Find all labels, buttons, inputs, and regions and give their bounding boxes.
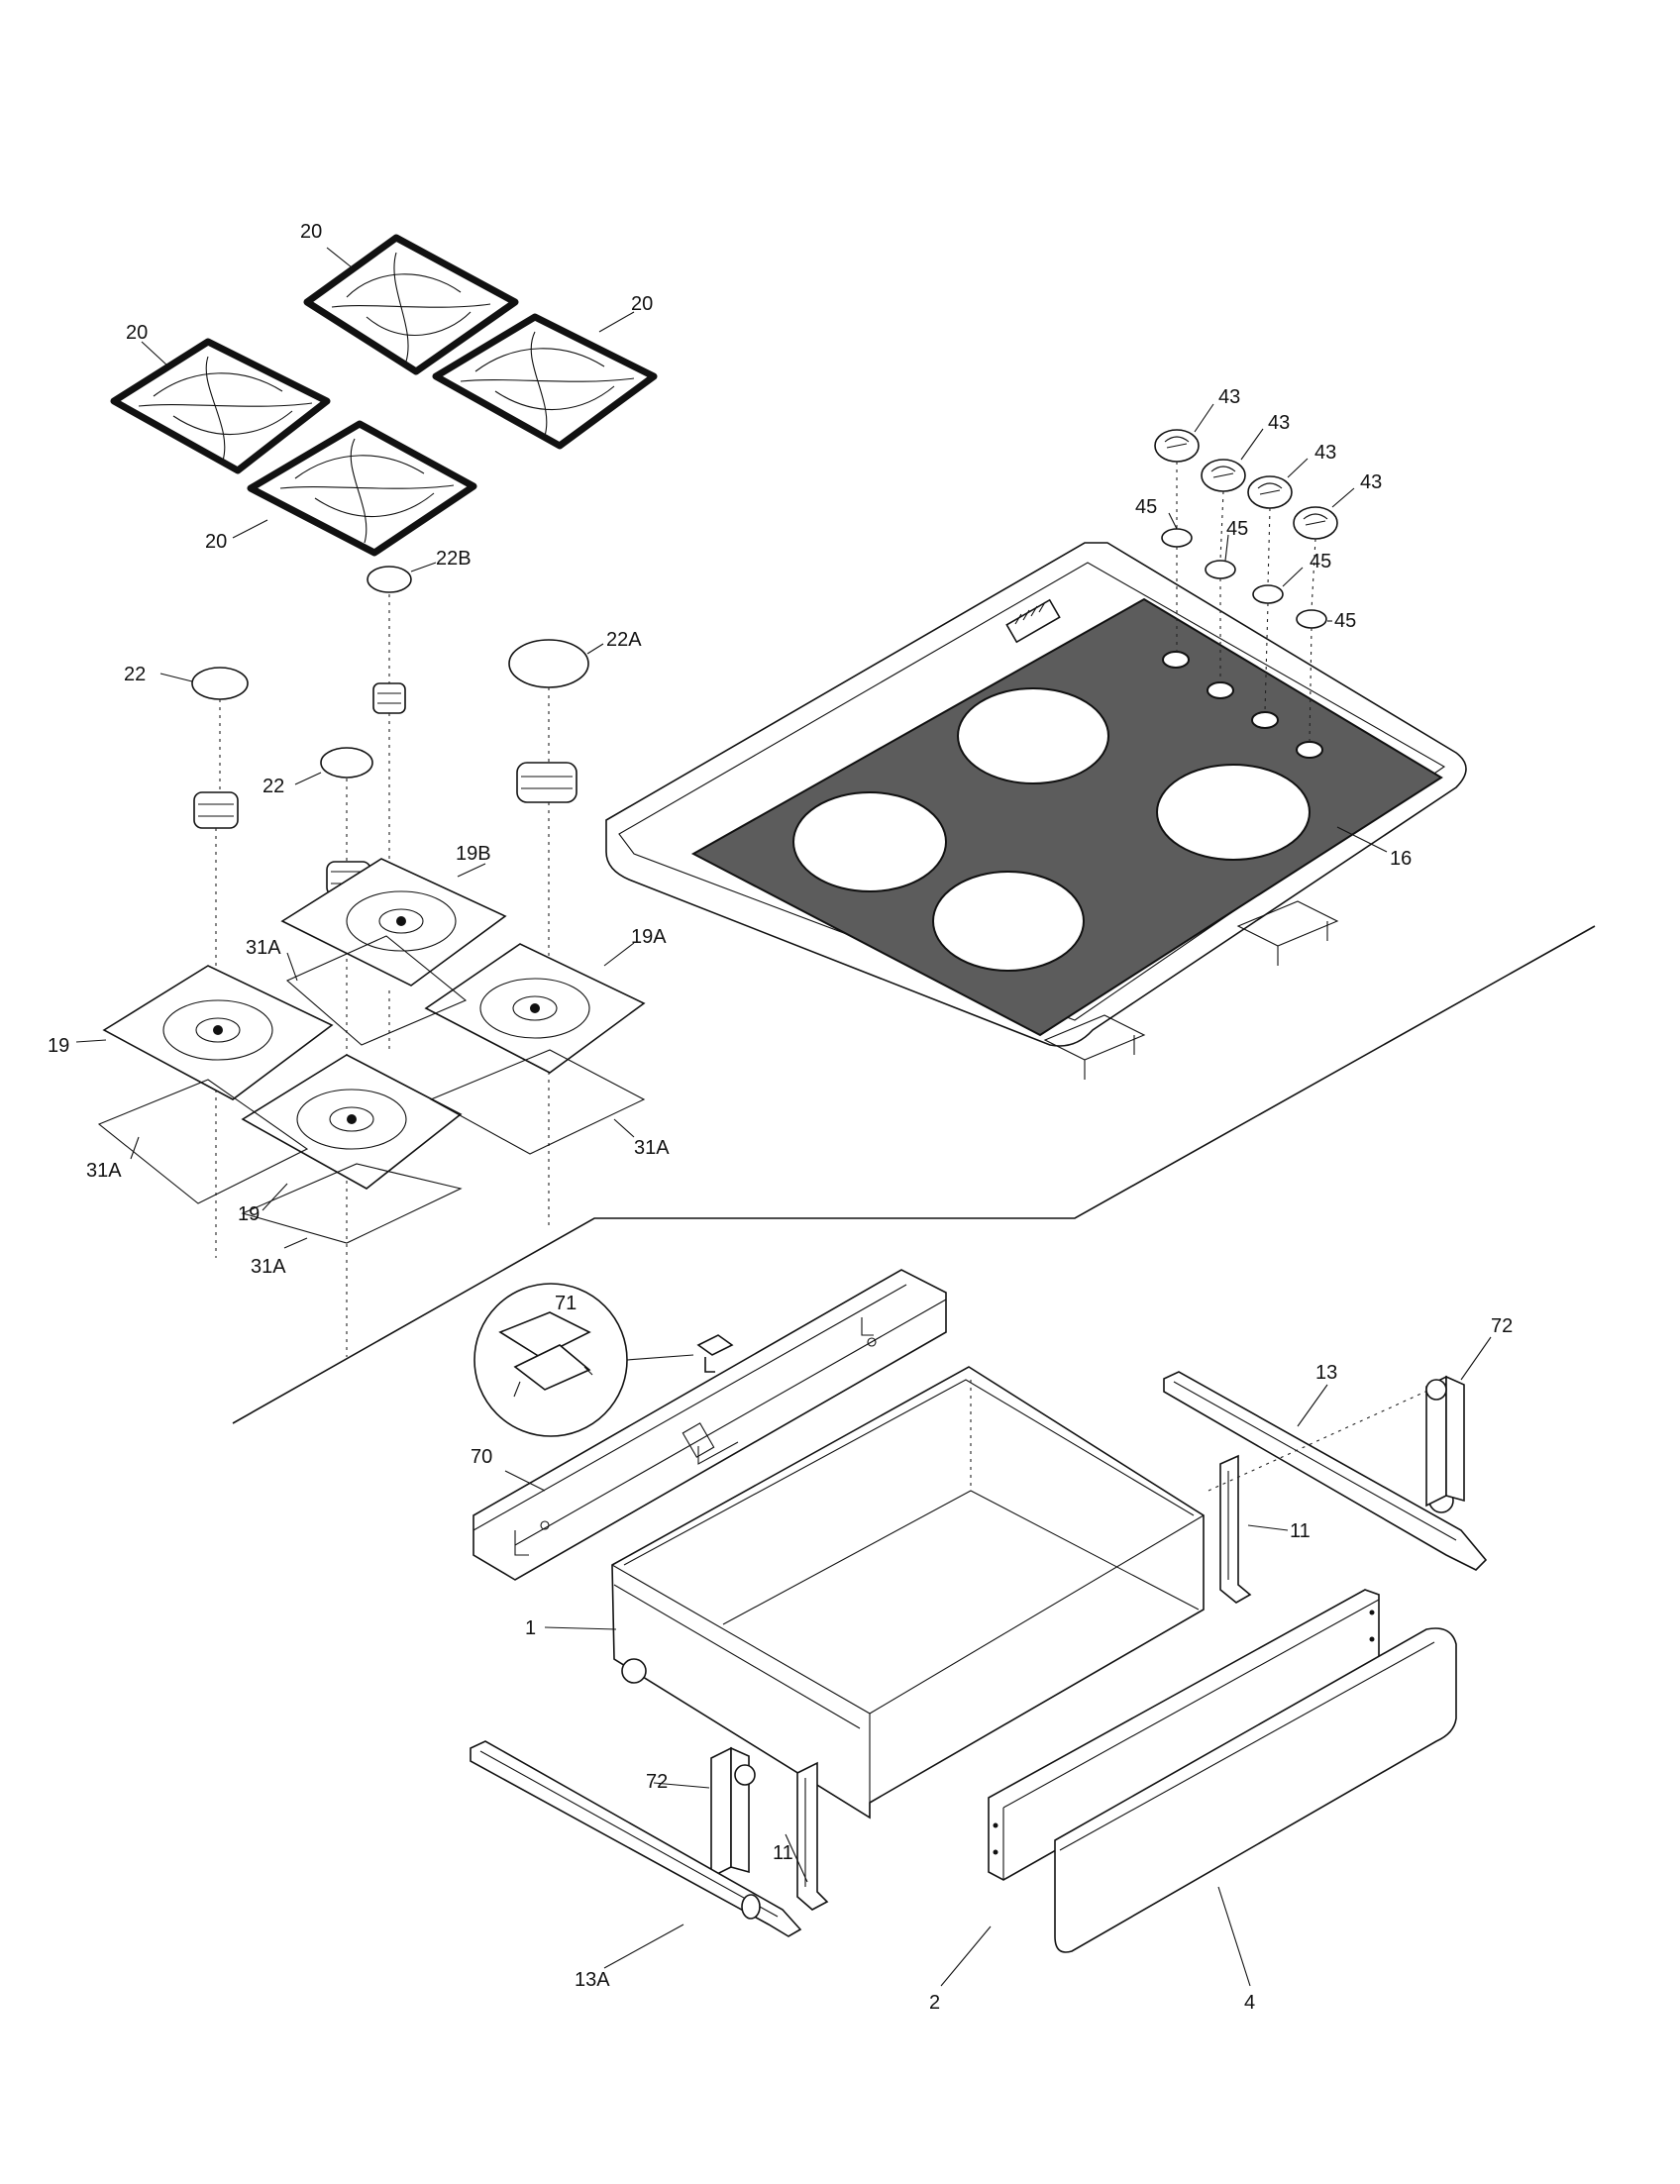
roller-bracket-72-left xyxy=(710,1746,756,1879)
burner-pan-19-front xyxy=(241,1054,463,1190)
drawer-box-1 xyxy=(611,1366,1205,1820)
burner-caps-group xyxy=(191,566,589,896)
burner-pans-group xyxy=(102,858,646,1190)
callout-22a: 22A xyxy=(606,629,642,651)
leader-lines xyxy=(75,247,1492,1987)
callout-16: 16 xyxy=(1390,848,1412,870)
callout-43-2: 43 xyxy=(1268,412,1290,434)
knob-bezel-4 xyxy=(1296,609,1327,629)
burner-head-right xyxy=(516,762,578,803)
callout-11-left: 11 xyxy=(773,1842,793,1864)
callout-45-1: 45 xyxy=(1135,496,1157,518)
callout-4: 4 xyxy=(1244,1992,1255,2014)
burner-head-rear xyxy=(372,682,406,714)
drawer-slide-bracket-left xyxy=(796,1761,829,1911)
callout-19-front: 19 xyxy=(238,1203,260,1225)
callout-labels: 20 20 20 20 22B 22 22A 22 19B 19A 19 19 … xyxy=(48,221,1513,2014)
burner-head-left xyxy=(193,791,239,829)
bezels-group xyxy=(1161,462,1327,743)
drawer-rail-70 xyxy=(472,1269,947,1581)
grate-front xyxy=(247,420,477,557)
drawer-slide-bracket-right xyxy=(1219,1454,1252,1604)
grate-left xyxy=(110,338,331,474)
callout-31a-front: 31A xyxy=(251,1256,286,1278)
callout-31a-left: 31A xyxy=(86,1160,122,1182)
burner-cap-22a xyxy=(508,639,589,688)
burner-pan-19b xyxy=(280,858,507,987)
grate-right xyxy=(432,313,658,450)
element-opening-rear xyxy=(957,687,1109,784)
element-opening-front xyxy=(932,871,1085,972)
callout-22-front: 22 xyxy=(262,776,284,797)
burner-cap-22b xyxy=(367,566,412,593)
control-knob-3 xyxy=(1247,475,1293,509)
drawer-section xyxy=(470,1269,1488,1953)
slide-rail-13 xyxy=(1163,1371,1488,1571)
callout-43-3: 43 xyxy=(1314,442,1336,464)
control-knob-2 xyxy=(1201,459,1246,492)
callout-22-left: 22 xyxy=(124,664,146,685)
gasket-rear xyxy=(285,935,468,1046)
knob-bezel-2 xyxy=(1205,560,1236,579)
callout-2: 2 xyxy=(929,1992,940,2014)
knobs-group xyxy=(1154,429,1338,540)
callout-70: 70 xyxy=(471,1446,492,1468)
knob-bezel-3 xyxy=(1252,584,1284,604)
detail-circle-71 xyxy=(473,1283,734,1437)
section-divider xyxy=(232,925,1596,1424)
callout-13a: 13A xyxy=(575,1969,610,1991)
slide-rail-13a xyxy=(470,1740,802,1937)
callout-11-right: 11 xyxy=(1290,1520,1311,1542)
callout-45-4: 45 xyxy=(1334,610,1356,632)
burner-pan-19a xyxy=(424,943,646,1074)
callout-20-left: 20 xyxy=(126,322,148,344)
gasket-left xyxy=(97,1079,309,1204)
callout-43-4: 43 xyxy=(1360,471,1382,493)
callout-72-right: 72 xyxy=(1491,1315,1513,1337)
callout-45-3: 45 xyxy=(1310,551,1331,572)
callout-19b: 19B xyxy=(456,843,491,865)
grate-top xyxy=(303,234,519,375)
burner-cap-22 xyxy=(191,667,249,700)
glass-top xyxy=(690,597,1443,1037)
burner-cap-22-front xyxy=(320,747,373,779)
burner-pan-19-left xyxy=(102,965,334,1100)
knob-bezel-1 xyxy=(1161,528,1193,548)
callout-22b: 22B xyxy=(436,548,472,570)
callout-20-top: 20 xyxy=(300,221,322,243)
gasket-front xyxy=(241,1163,463,1244)
control-knob-1 xyxy=(1154,429,1200,463)
callout-72-left: 72 xyxy=(646,1771,668,1793)
roller-bracket-72-right xyxy=(1425,1375,1465,1508)
cooktop-assembly xyxy=(605,542,1467,1080)
gasket-right xyxy=(429,1049,646,1155)
callout-20-front: 20 xyxy=(205,531,227,553)
callout-43-1: 43 xyxy=(1218,386,1240,408)
gaskets-group xyxy=(97,935,646,1244)
callout-31a-right: 31A xyxy=(634,1137,670,1159)
callout-20-right: 20 xyxy=(631,293,653,315)
cooktop-bracket-left xyxy=(1043,1014,1146,1080)
callout-45-2: 45 xyxy=(1226,518,1248,540)
element-opening-left xyxy=(792,791,947,892)
callout-31a-rear: 31A xyxy=(246,937,281,959)
callout-71: 71 xyxy=(555,1293,577,1314)
drawer-front-panel-4 xyxy=(1054,1627,1457,1953)
control-knob-4 xyxy=(1293,506,1338,540)
element-opening-right xyxy=(1156,764,1311,861)
cooktop-bracket-right xyxy=(1236,900,1339,966)
grate-group xyxy=(110,234,658,557)
callout-1: 1 xyxy=(525,1617,536,1639)
callout-19a: 19A xyxy=(631,926,667,948)
callout-19-left: 19 xyxy=(48,1035,69,1057)
callout-13: 13 xyxy=(1315,1362,1337,1384)
